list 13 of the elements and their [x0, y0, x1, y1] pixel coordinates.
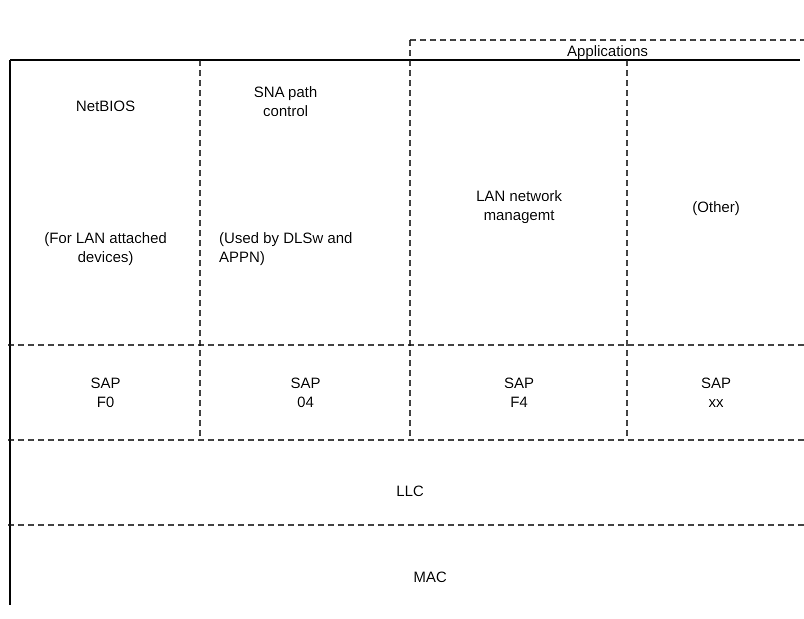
- layer-label: SAP 04: [289, 374, 322, 412]
- layer-label: SAP F4: [502, 374, 535, 412]
- layer-label: MAC: [413, 568, 447, 587]
- layer-label: SAP xx: [700, 374, 732, 412]
- layer-label: SAP F0: [89, 374, 122, 412]
- layer-label: (Used by DLSw and APPN): [219, 229, 354, 267]
- layer-label: SNA path control: [252, 83, 318, 121]
- layer-label: LLC: [396, 482, 424, 501]
- layer-label: NetBIOS: [76, 97, 136, 116]
- layer-label: (For LAN attached devices): [43, 229, 168, 267]
- layer-label: LAN network managemt: [475, 187, 563, 225]
- layer-label: Applications: [567, 42, 648, 61]
- layer-label: (Other): [692, 198, 740, 217]
